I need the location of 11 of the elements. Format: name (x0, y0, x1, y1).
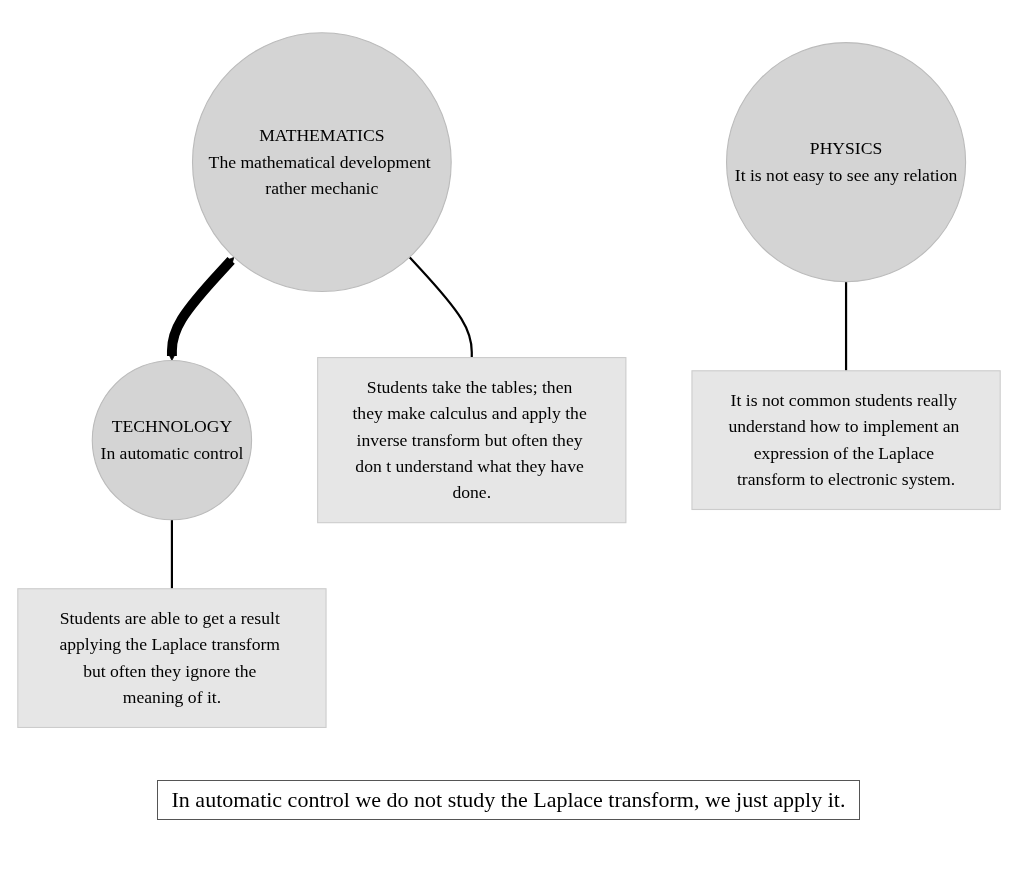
node-box: It is not common students really understand how to implement an expression of the Laplace transform to electronic system. (690, 370, 1001, 510)
connector (844, 281, 847, 371)
caption: In automatic control we do not study the Laplace transform, we just apply it. (156, 780, 861, 820)
node-box: Students are able to get a result applying the Laplace transform but often they ignore the meaning of it. (16, 588, 327, 728)
arrow (166, 256, 235, 361)
node-box: Students take the tables; then they make calculus and apply the inverse transform but often they don t understand what they have done. (316, 356, 626, 524)
node-circle: PHYSICS It is not easy to see any relation (725, 41, 966, 283)
node-circle: MATHEMATICS The mathematical development rather mechanic (191, 32, 452, 292)
connector (170, 519, 173, 589)
node-circle: TECHNOLOGY In automatic control (91, 359, 252, 521)
connector (408, 256, 473, 358)
